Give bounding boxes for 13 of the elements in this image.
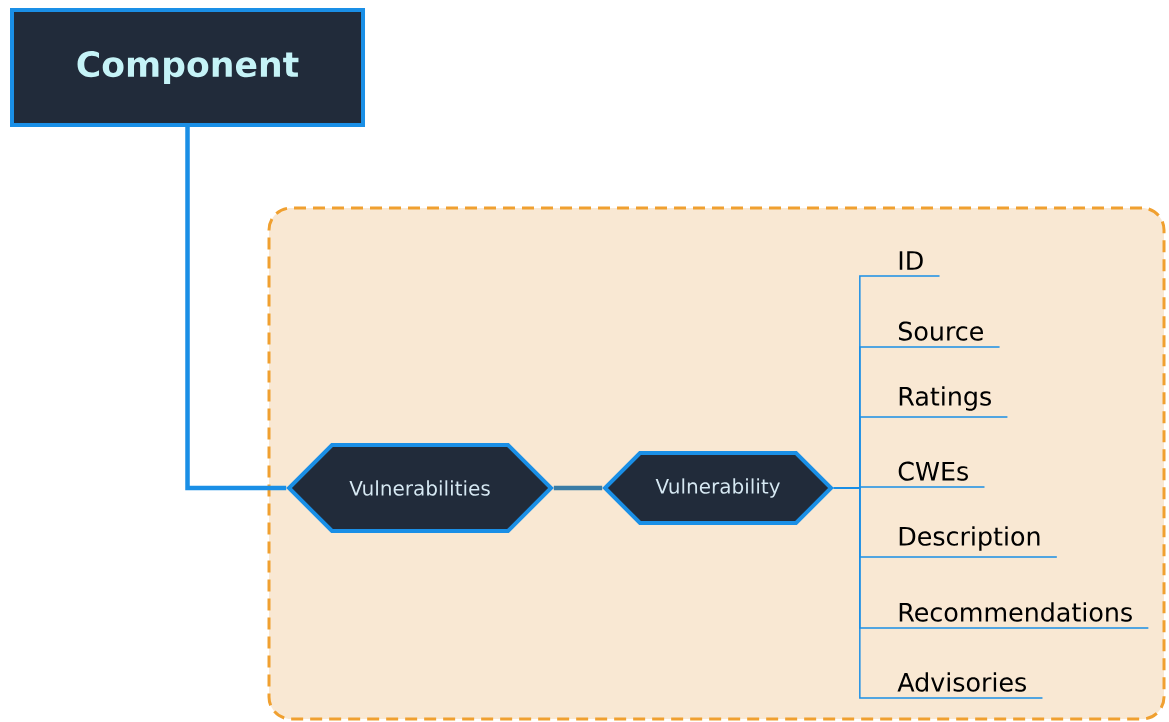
field-label: ID [899,251,923,270]
field-label: Recommendations [899,602,1132,622]
title-box: Component [10,8,365,127]
field-label: Advisories [897,672,1026,692]
field-label: Ratings [899,386,991,411]
field-label: Description [899,526,1040,551]
connector-line [185,127,287,491]
hexagon-node: Vulnerabilities [286,443,554,533]
connector-line [833,487,1044,699]
connector-line [553,485,603,491]
field-label: Source [898,321,983,341]
group-box [267,206,1166,721]
field-label: CWEs [898,461,968,481]
